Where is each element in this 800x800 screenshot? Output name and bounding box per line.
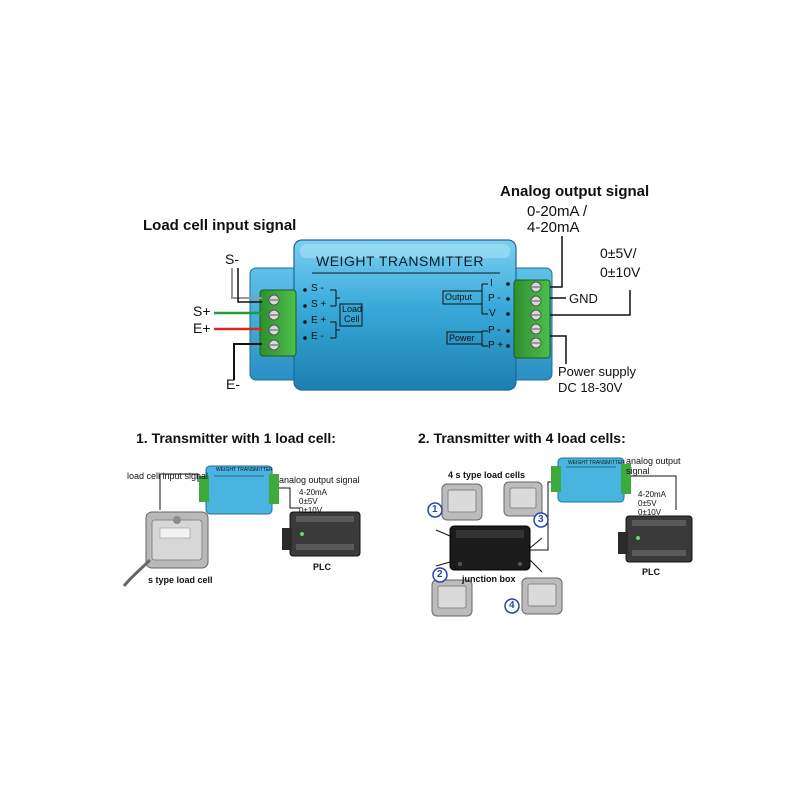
voltage-range-line-1: 0±5V/: [600, 245, 637, 261]
example-two-heading: 2. Transmitter with 4 load cells:: [418, 430, 626, 446]
badge-number-4: 4: [509, 600, 515, 611]
plc-image-two: [618, 515, 693, 563]
right-pin-2: P -: [488, 293, 501, 304]
power-supply-line-2: DC 18-30V: [558, 380, 623, 395]
right-pin-5: P +: [488, 340, 504, 351]
example-one-drawing: [122, 465, 361, 587]
output-wires: [550, 236, 631, 364]
example-one-panel: 1. Transmitter with 1 load cell: load ce…: [0, 420, 400, 620]
example-one-output-label: analog output signal: [279, 475, 360, 485]
example-two-signal-3: 0±10V: [638, 508, 662, 517]
current-range-line-2: 4-20mA: [527, 219, 580, 236]
example-two-cells-label: 4 s type load cells: [448, 470, 526, 480]
current-range-line-1: 0-20mA /: [527, 203, 588, 220]
badge-number-3: 3: [538, 514, 544, 525]
right-pin-1: I: [490, 278, 493, 289]
badge-number-2: 2: [437, 569, 443, 580]
example-one-heading: 1. Transmitter with 1 load cell:: [136, 430, 336, 446]
voltage-range-line-2: 0±10V: [600, 264, 641, 280]
load-cell-4-image: [521, 577, 563, 615]
load-cell-2-image: [431, 579, 473, 617]
example-one-mini-title: WEIGHT TRANSMITTER: [216, 467, 273, 473]
example-two-signal-1: 4-20mA: [638, 490, 667, 499]
example-one-cell-label: s type load cell: [148, 575, 213, 585]
badge-number-1: 1: [432, 504, 438, 515]
example-one-signal-3: 0±10V: [299, 506, 323, 515]
example-two-mini-title: WEIGHT TRANSMITTER: [568, 460, 625, 466]
power-box-label: Power: [449, 333, 475, 343]
example-two-panel: 2. Transmitter with 4 load cells: 4 s ty…: [400, 420, 800, 630]
left-pin-2: S +: [311, 299, 327, 310]
gnd-label: GND: [569, 291, 598, 306]
example-one-signal-2: 0±5V: [299, 497, 318, 506]
main-diagram: Load cell input signal Analog output sig…: [143, 183, 650, 395]
number-badges: [427, 502, 549, 614]
left-pin-3: E +: [311, 315, 327, 326]
example-two-drawing: [427, 457, 693, 617]
left-terminal-block: [259, 289, 297, 357]
right-pin-3: V: [489, 308, 496, 319]
example-two-output-label-1: analog output: [626, 456, 681, 466]
power-supply-line-1: Power supply: [558, 364, 637, 379]
wire-label-e-plus: E+: [193, 320, 211, 336]
example-one-input-label: load cell input signal: [127, 471, 209, 481]
example-two-signal-2: 0±5V: [638, 499, 657, 508]
load-cell-1-image: [441, 483, 483, 521]
wire-label-s-plus: S+: [193, 303, 211, 319]
device-title: WEIGHT TRANSMITTER: [316, 253, 484, 269]
load-cell-box-line-1: Load: [342, 304, 363, 314]
s-type-load-cell-image: [122, 511, 209, 587]
load-cell-3-image: [503, 481, 543, 517]
load-cell-box-line-2: Cell: [344, 314, 360, 324]
input-wires: [214, 268, 262, 380]
example-one-plc-label: PLC: [313, 562, 331, 572]
example-two-junction-label: junction box: [462, 574, 516, 584]
main-diagram-drawing: [214, 236, 631, 391]
left-pin-4: E -: [311, 331, 324, 342]
input-signal-title: Load cell input signal: [143, 217, 297, 234]
right-pin-4: P -: [488, 325, 501, 336]
wire-label-e-minus: E-: [226, 376, 240, 392]
junction-box-image: [449, 525, 531, 571]
body-highlight: [300, 244, 510, 258]
example-one-signal-1: 4-20mA: [299, 488, 328, 497]
output-signal-title: Analog output signal: [500, 183, 650, 200]
wire-label-s-minus: S-: [225, 251, 239, 267]
example-two-plc-label: PLC: [642, 567, 660, 577]
output-box-label: Output: [445, 292, 473, 302]
left-pin-1: S -: [311, 283, 324, 294]
example-two-output-label-2: signal: [626, 466, 650, 476]
plc-image: [282, 511, 361, 557]
